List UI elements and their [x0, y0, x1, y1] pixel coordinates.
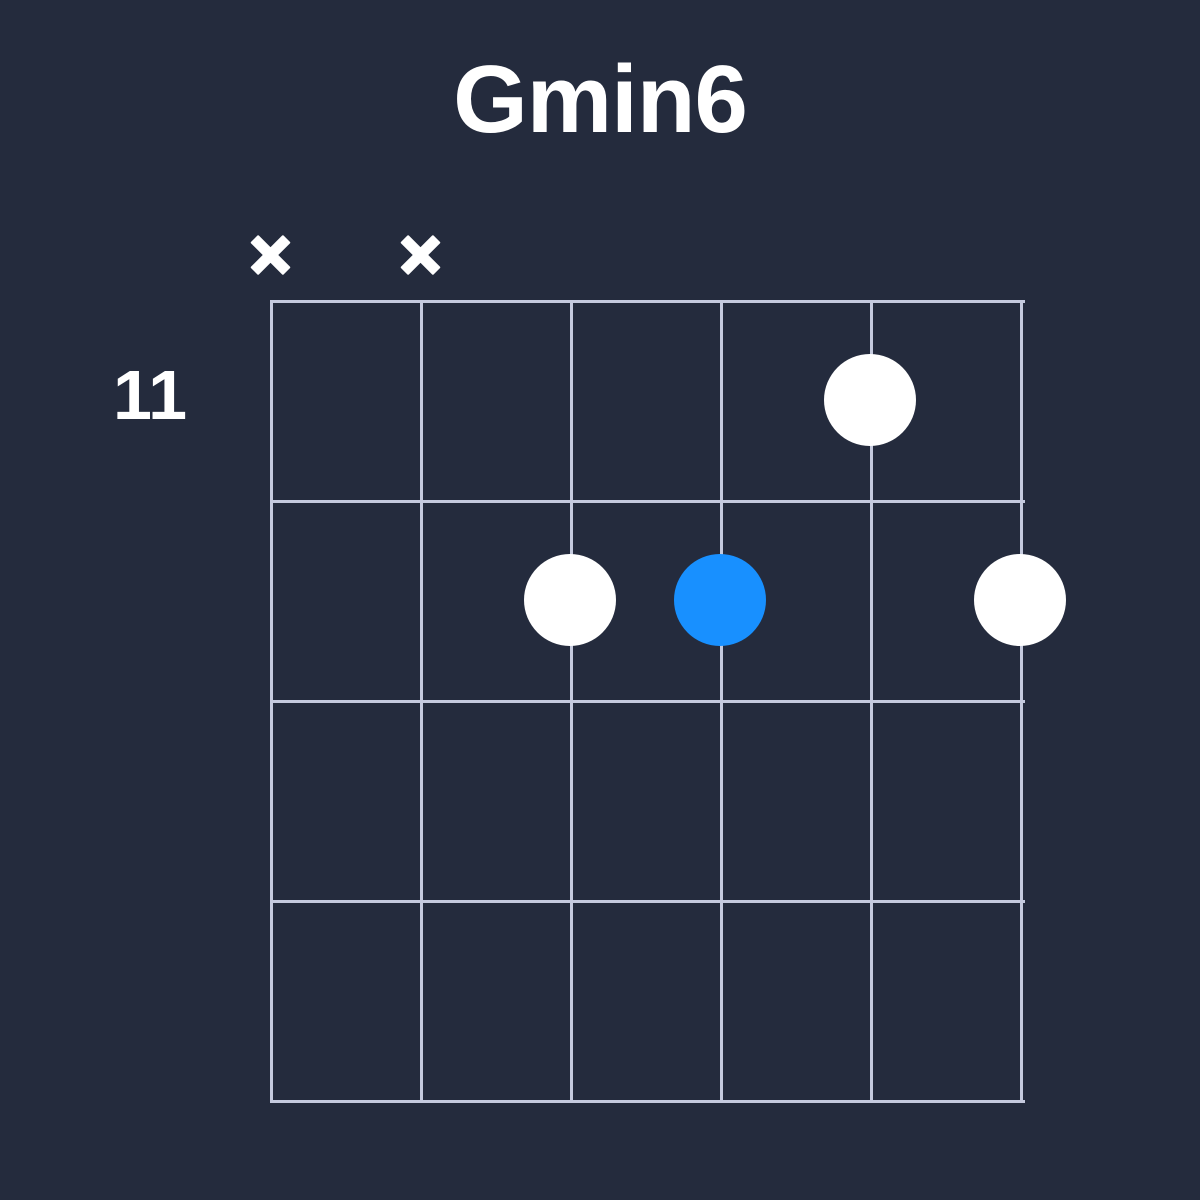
fret-line-0 — [270, 300, 1025, 303]
fret-line-1 — [270, 500, 1025, 503]
root-note-dot-s4-f2 — [674, 554, 766, 646]
fret-line-4 — [270, 1100, 1025, 1103]
fret-position-label: 11 — [113, 356, 187, 434]
mute-string-icon-2 — [397, 232, 443, 278]
note-dot-s3-f2 — [524, 554, 616, 646]
fret-line-3 — [270, 900, 1025, 903]
chord-name-title: Gmin6 — [453, 46, 748, 153]
fretboard-grid — [270, 300, 1066, 1103]
fret-line-2 — [270, 700, 1025, 703]
note-dot-s6-f2 — [974, 554, 1066, 646]
note-dot-s5-f1 — [824, 354, 916, 446]
mute-string-icon-1 — [247, 232, 293, 278]
